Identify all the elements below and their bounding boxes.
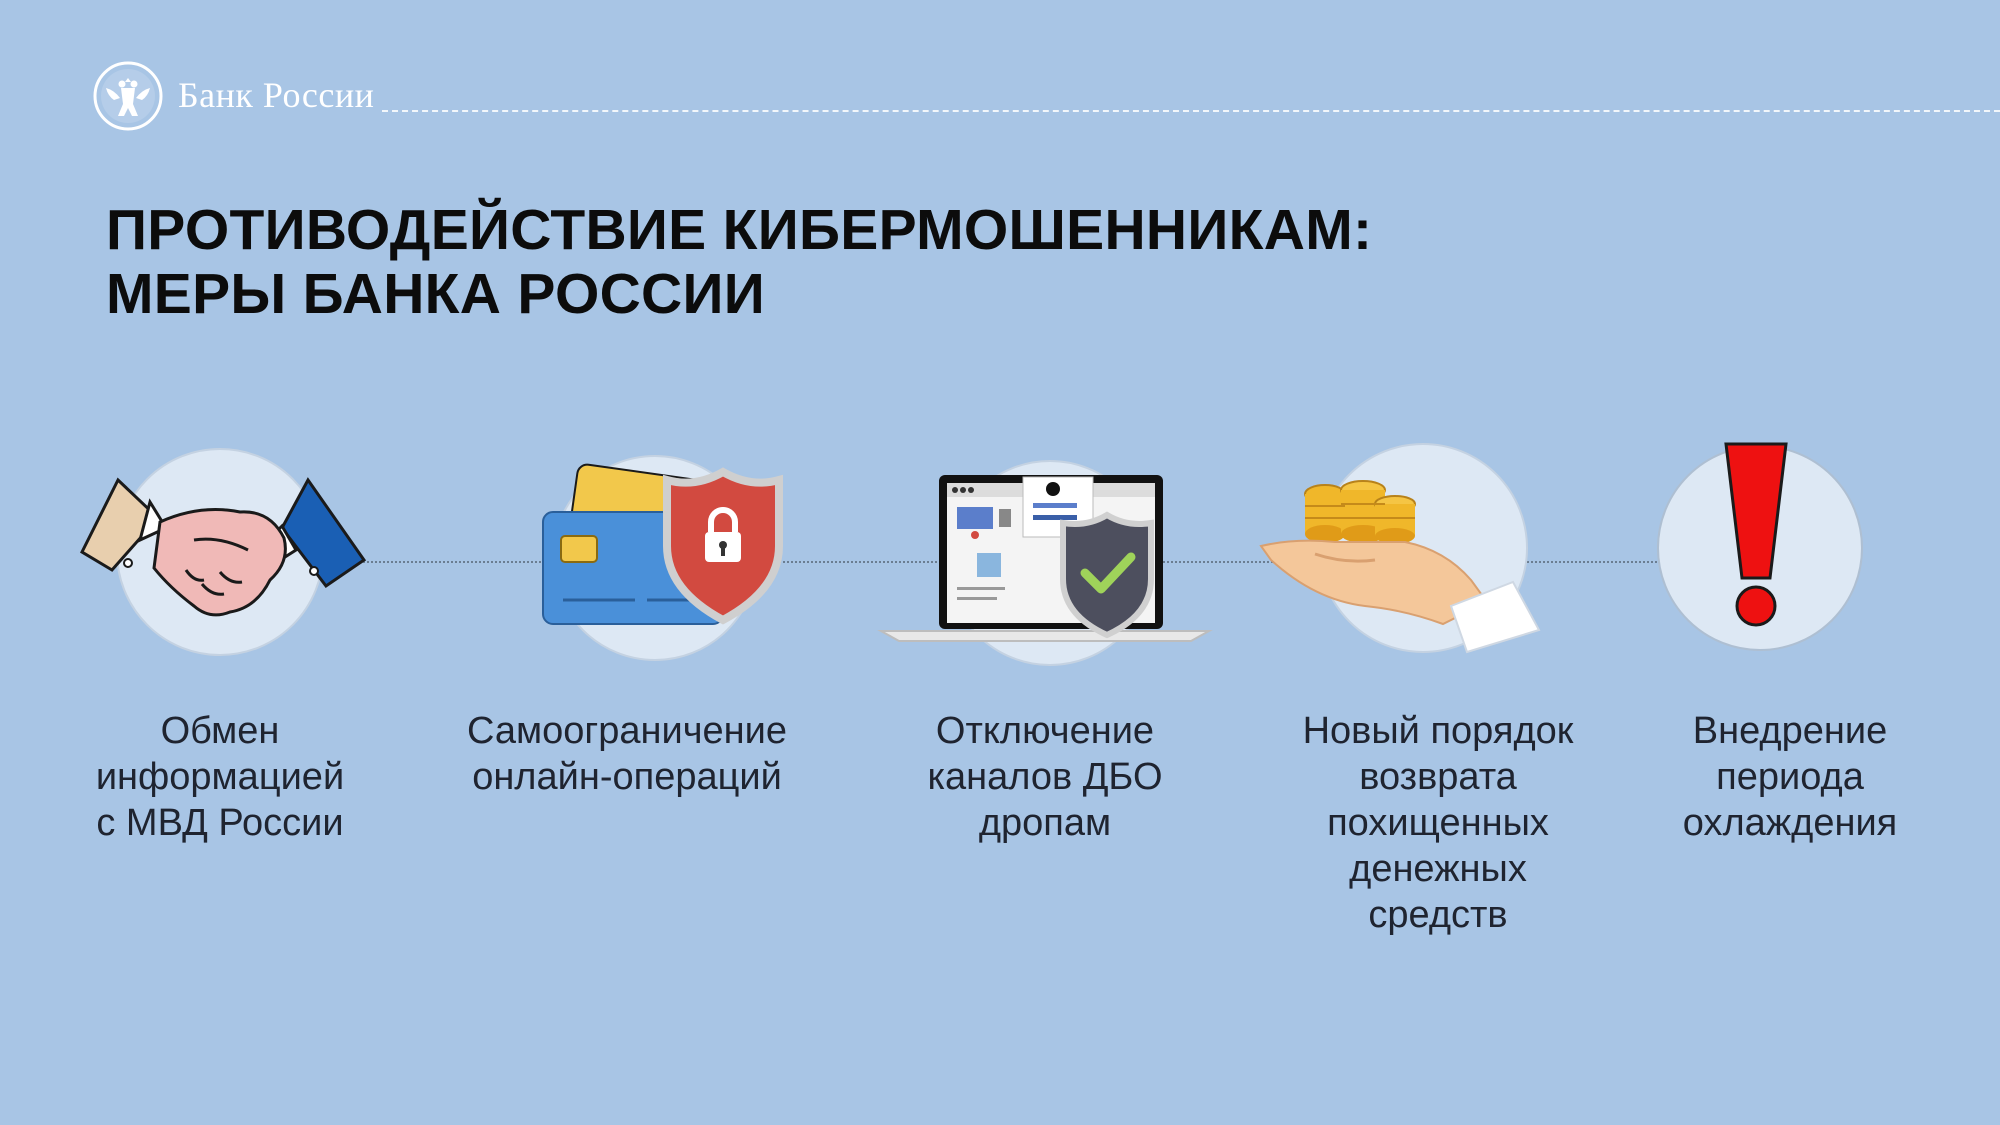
- caption-line: денежных: [1349, 848, 1527, 890]
- page-title-line-2: МЕРЫ БАНКА РОССИИ: [106, 262, 766, 327]
- caption-line: дропам: [978, 802, 1112, 844]
- caption-line: периода: [1716, 756, 1864, 798]
- measure-caption-cooling-period: Внедрение периода охлаждения: [1600, 708, 1980, 846]
- caption-line: похищенных: [1327, 802, 1549, 844]
- header: Банк России: [92, 60, 2000, 140]
- caption-line: охлаждения: [1682, 802, 1898, 844]
- caption-line: с МВД России: [96, 802, 344, 844]
- exclamation-icon: [1657, 442, 1863, 651]
- handshake-icon: [80, 448, 367, 656]
- caption-line: Обмен: [160, 710, 280, 752]
- caption-line: Отключение: [935, 710, 1155, 752]
- measure-caption-drop-channels: Отключение каналов ДБО дропам: [855, 708, 1235, 846]
- caption-line: Самоограничение: [466, 710, 787, 752]
- page-title: ПРОТИВОДЕЙСТВИЕ КИБЕРМОШЕННИКАМ: МЕРЫ БА…: [106, 198, 1372, 327]
- measure-caption-funds-return: Новый порядок возврата похищенных денежн…: [1248, 708, 1628, 938]
- caption-line: онлайн-операций: [472, 756, 782, 798]
- page-title-line-1: ПРОТИВОДЕЙСТВИЕ КИБЕРМОШЕННИКАМ:: [106, 198, 1373, 262]
- header-divider: [382, 110, 2000, 112]
- measure-caption-police-exchange: Обмен информацией с МВД России: [30, 708, 410, 846]
- bank-logo-text: Банк России: [178, 75, 375, 115]
- measure-caption-self-restriction: Самоограничение онлайн-операций: [437, 708, 817, 800]
- caption-line: информацией: [95, 756, 345, 798]
- caption-line: каналов ДБО: [927, 756, 1163, 798]
- caption-line: возврата: [1359, 756, 1517, 798]
- caption-line: средств: [1368, 894, 1508, 936]
- caption-line: Новый порядок: [1302, 710, 1574, 752]
- card-shield-icon: [542, 455, 783, 661]
- bank-russia-emblem-icon: [93, 61, 163, 131]
- coins-hand-icon: [1259, 443, 1541, 654]
- laptop-shield-icon: [877, 460, 1213, 666]
- caption-line: Внедрение: [1692, 710, 1888, 752]
